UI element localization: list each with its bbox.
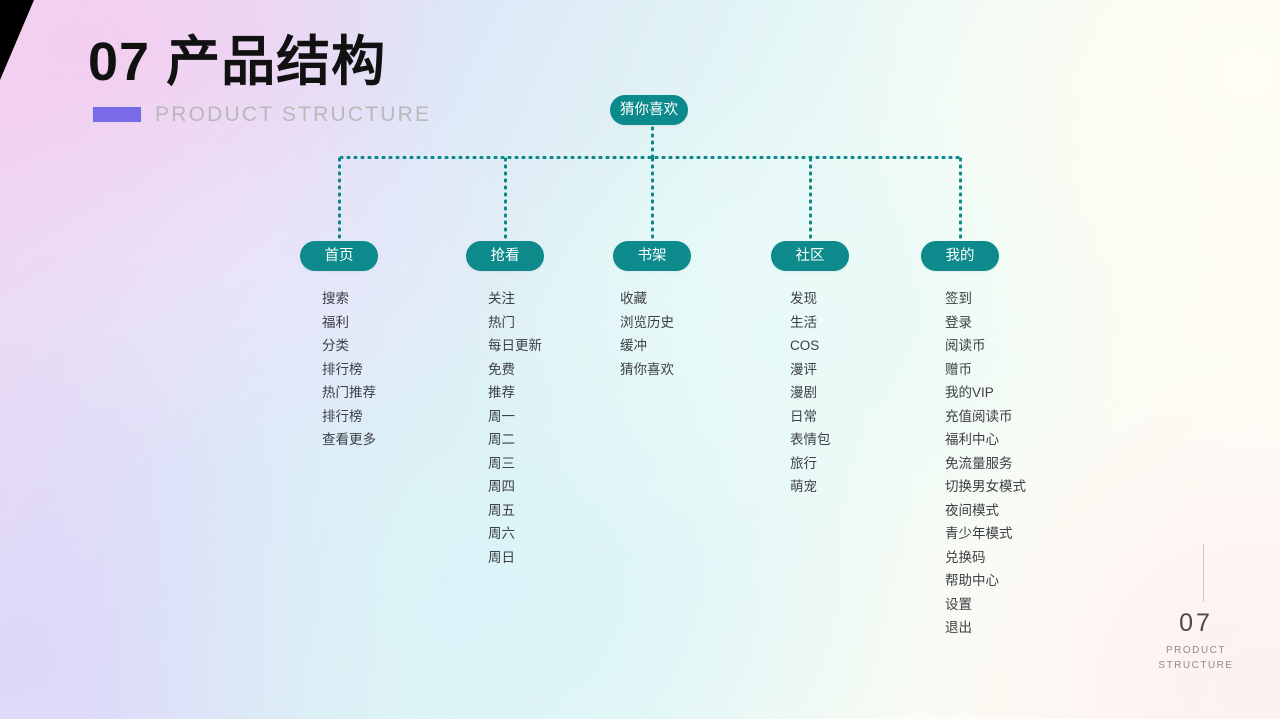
corner-rule bbox=[1203, 544, 1204, 602]
list-item[interactable]: 阅读币 bbox=[945, 338, 986, 353]
tree-node-5[interactable]: 我的 bbox=[921, 241, 999, 271]
connector-drop-1 bbox=[338, 156, 341, 241]
list-item[interactable]: 夜间模式 bbox=[945, 502, 999, 518]
tree-node-4[interactable]: 社区 bbox=[771, 241, 849, 271]
list-item[interactable]: 收藏 bbox=[620, 291, 647, 306]
list-item[interactable]: 猜你喜欢 bbox=[620, 361, 674, 377]
list-item[interactable]: 赠币 bbox=[945, 361, 972, 377]
list-item[interactable]: 周五 bbox=[488, 502, 515, 518]
list-item[interactable]: 表情包 bbox=[790, 432, 831, 447]
list-item[interactable]: 排行榜 bbox=[322, 361, 363, 377]
list-item[interactable]: 设置 bbox=[945, 596, 972, 612]
list-item[interactable]: 福利 bbox=[322, 314, 349, 330]
subtitle-row: PRODUCT STRUCTURE bbox=[92, 103, 431, 127]
corner-label-line1: PRODUCT bbox=[1166, 645, 1226, 656]
list-item[interactable]: 退出 bbox=[945, 620, 972, 635]
list-item[interactable]: 漫评 bbox=[790, 361, 817, 377]
list-item[interactable]: 我的VIP bbox=[945, 385, 994, 400]
connector-root-stem bbox=[651, 125, 654, 159]
list-item[interactable]: 萌宠 bbox=[790, 479, 817, 494]
connector-drop-5 bbox=[959, 156, 962, 241]
list-item[interactable]: 周四 bbox=[488, 479, 515, 494]
list-item[interactable]: 免流量服务 bbox=[945, 455, 1013, 471]
list-item[interactable]: 查看更多 bbox=[322, 432, 376, 447]
tree-node-root[interactable]: 猜你喜欢 bbox=[610, 95, 688, 125]
list-item[interactable]: 兑换码 bbox=[945, 549, 986, 565]
list-item[interactable]: 缓冲 bbox=[620, 338, 647, 353]
tree-node-1[interactable]: 首页 bbox=[300, 241, 378, 271]
connector-drop-2 bbox=[504, 156, 507, 241]
list-item[interactable]: 签到 bbox=[945, 291, 972, 306]
connector-drop-4 bbox=[809, 156, 812, 241]
list-item[interactable]: 充值阅读币 bbox=[945, 408, 1013, 424]
list-item[interactable]: 周日 bbox=[488, 549, 515, 565]
page-title: 07 产品结构 bbox=[88, 32, 387, 92]
list-item[interactable]: 切换男女模式 bbox=[945, 479, 1026, 494]
tree-branch-list-4: 发现生活 COS 漫评漫剧日常表情包旅行萌宠 bbox=[790, 287, 831, 499]
corner-mark: 07 PRODUCT STRUCTURE bbox=[1148, 611, 1244, 673]
list-item[interactable]: 推荐 bbox=[488, 385, 515, 400]
tree-node-2[interactable]: 抢看 bbox=[466, 241, 544, 271]
slide-heading: 07 产品结构 PRODUCT STRUCTURE bbox=[88, 34, 431, 127]
connector-bus bbox=[338, 156, 962, 159]
tree-branch-list-1: 搜索福利分类排行榜热门推荐排行榜查看更多 bbox=[322, 287, 376, 452]
list-item[interactable]: 周二 bbox=[488, 432, 515, 447]
list-item[interactable]: 福利中心 bbox=[945, 432, 999, 447]
list-item[interactable]: 周六 bbox=[488, 526, 515, 541]
list-item[interactable]: 热门 bbox=[488, 314, 515, 330]
list-item[interactable]: 发现 bbox=[790, 291, 817, 306]
connector-drop-3 bbox=[651, 156, 654, 241]
list-item[interactable]: 浏览历史 bbox=[620, 314, 674, 330]
list-item[interactable]: 旅行 bbox=[790, 455, 817, 471]
list-item[interactable]: 生活 bbox=[790, 314, 817, 330]
list-item[interactable]: 排行榜 bbox=[322, 408, 363, 424]
list-item[interactable]: 漫剧 bbox=[790, 385, 817, 400]
list-item[interactable]: 每日更新 bbox=[488, 338, 542, 353]
list-item[interactable]: 分类 bbox=[322, 338, 349, 353]
tree-branch-list-3: 收藏浏览历史缓冲猜你喜欢 bbox=[620, 287, 674, 381]
tree-node-3[interactable]: 书架 bbox=[613, 241, 691, 271]
corner-section-number: 07 bbox=[1179, 609, 1213, 637]
list-item[interactable]: 日常 bbox=[790, 408, 817, 424]
subtitle-english: PRODUCT STRUCTURE bbox=[155, 102, 432, 126]
accent-bar bbox=[92, 106, 142, 124]
list-item[interactable]: 周三 bbox=[488, 455, 515, 471]
list-item[interactable]: 热门推荐 bbox=[322, 385, 376, 400]
tree-branch-list-5: 签到登录阅读币赠币我的VIP 充值阅读币福利中心免流量服务切换男女模式夜间模式青少… bbox=[945, 287, 1026, 640]
list-item[interactable]: 登录 bbox=[945, 314, 972, 330]
list-item[interactable]: 关注 bbox=[488, 291, 515, 306]
list-item[interactable]: 青少年模式 bbox=[945, 526, 1013, 541]
list-item[interactable]: 搜索 bbox=[322, 291, 349, 306]
list-item[interactable]: 周一 bbox=[488, 408, 515, 424]
list-item[interactable]: COS bbox=[790, 338, 820, 353]
corner-label-line2: STRUCTURE bbox=[1158, 659, 1234, 671]
tree-branch-list-2: 关注热门每日更新免费推荐周一周二周三周四周五周六周日 bbox=[488, 287, 542, 569]
list-item[interactable]: 免费 bbox=[488, 361, 515, 377]
list-item[interactable]: 帮助中心 bbox=[945, 573, 999, 588]
